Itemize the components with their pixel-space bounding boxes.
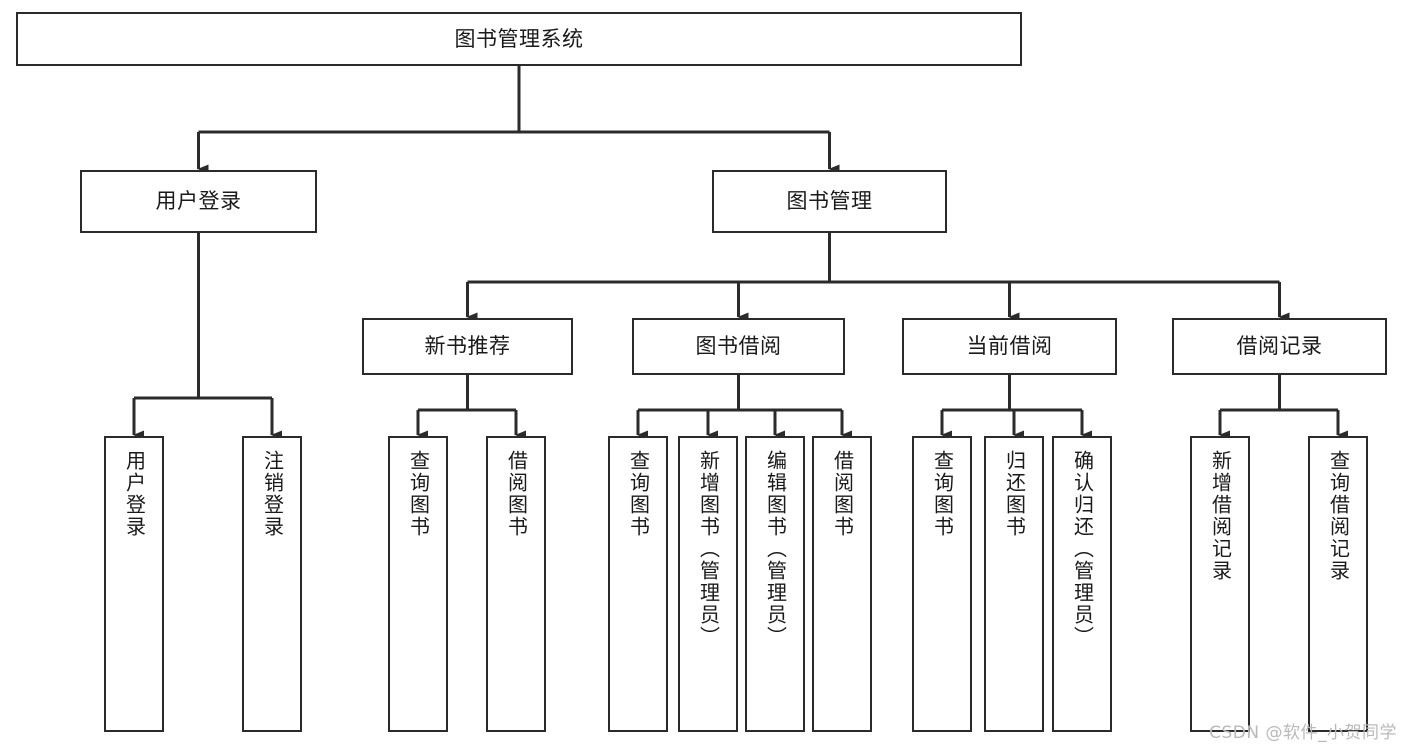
watermark-text: CSDN @软件_小贺同学 bbox=[1209, 723, 1397, 743]
node-label-current-borrow: 当前借阅 bbox=[966, 334, 1053, 359]
node-leaf-query-book-1[interactable]: 查询图书 bbox=[388, 436, 448, 732]
node-user-login[interactable]: 用户登录 bbox=[80, 170, 317, 233]
node-label-leaf-query-book-1: 查询图书 bbox=[406, 450, 431, 538]
node-label-leaf-logout: 注销登录 bbox=[260, 450, 285, 538]
node-leaf-borrow-book-1[interactable]: 借阅图书 bbox=[486, 436, 546, 732]
node-label-leaf-add-record: 新增借阅记录 bbox=[1208, 450, 1233, 582]
node-label-leaf-query-record: 查询借阅记录 bbox=[1326, 450, 1351, 582]
node-new-book-rec[interactable]: 新书推荐 bbox=[362, 318, 573, 375]
node-leaf-query-record[interactable]: 查询借阅记录 bbox=[1308, 436, 1368, 732]
node-label-leaf-user-login: 用户登录 bbox=[122, 450, 147, 538]
node-leaf-return-book[interactable]: 归还图书 bbox=[984, 436, 1044, 732]
node-leaf-query-book-3[interactable]: 查询图书 bbox=[912, 436, 972, 732]
node-label-leaf-borrow-book-2: 借阅图书 bbox=[830, 450, 855, 538]
node-root[interactable]: 图书管理系统 bbox=[16, 12, 1022, 66]
node-label-leaf-return-book: 归还图书 bbox=[1002, 450, 1027, 538]
node-leaf-user-login[interactable]: 用户登录 bbox=[104, 436, 164, 732]
node-leaf-add-book[interactable]: 新增图书（管理员） bbox=[678, 436, 738, 732]
node-leaf-borrow-book-2[interactable]: 借阅图书 bbox=[812, 436, 872, 732]
node-label-leaf-query-book-3: 查询图书 bbox=[930, 450, 955, 538]
node-label-leaf-confirm-return: 确认归还（管理员） bbox=[1070, 450, 1095, 648]
node-book-borrow[interactable]: 图书借阅 bbox=[632, 318, 845, 375]
node-label-user-login: 用户登录 bbox=[155, 189, 242, 214]
node-label-leaf-borrow-book-1: 借阅图书 bbox=[504, 450, 529, 538]
node-leaf-confirm-return[interactable]: 确认归还（管理员） bbox=[1052, 436, 1112, 732]
node-label-leaf-add-book: 新增图书（管理员） bbox=[696, 450, 721, 648]
node-label-leaf-query-book-2: 查询图书 bbox=[626, 450, 651, 538]
node-label-leaf-edit-book: 编辑图书（管理员） bbox=[763, 450, 788, 648]
node-label-book-borrow: 图书借阅 bbox=[695, 334, 782, 359]
node-borrow-record[interactable]: 借阅记录 bbox=[1172, 318, 1387, 375]
node-leaf-query-book-2[interactable]: 查询图书 bbox=[608, 436, 668, 732]
node-label-new-book-rec: 新书推荐 bbox=[424, 334, 511, 359]
node-label-book-manage: 图书管理 bbox=[786, 189, 873, 214]
node-label-borrow-record: 借阅记录 bbox=[1236, 334, 1323, 359]
node-leaf-add-record[interactable]: 新增借阅记录 bbox=[1190, 436, 1250, 732]
node-book-manage[interactable]: 图书管理 bbox=[712, 170, 947, 233]
node-current-borrow[interactable]: 当前借阅 bbox=[902, 318, 1117, 375]
node-leaf-logout[interactable]: 注销登录 bbox=[242, 436, 302, 732]
node-leaf-edit-book[interactable]: 编辑图书（管理员） bbox=[745, 436, 805, 732]
node-label-root: 图书管理系统 bbox=[454, 26, 584, 51]
